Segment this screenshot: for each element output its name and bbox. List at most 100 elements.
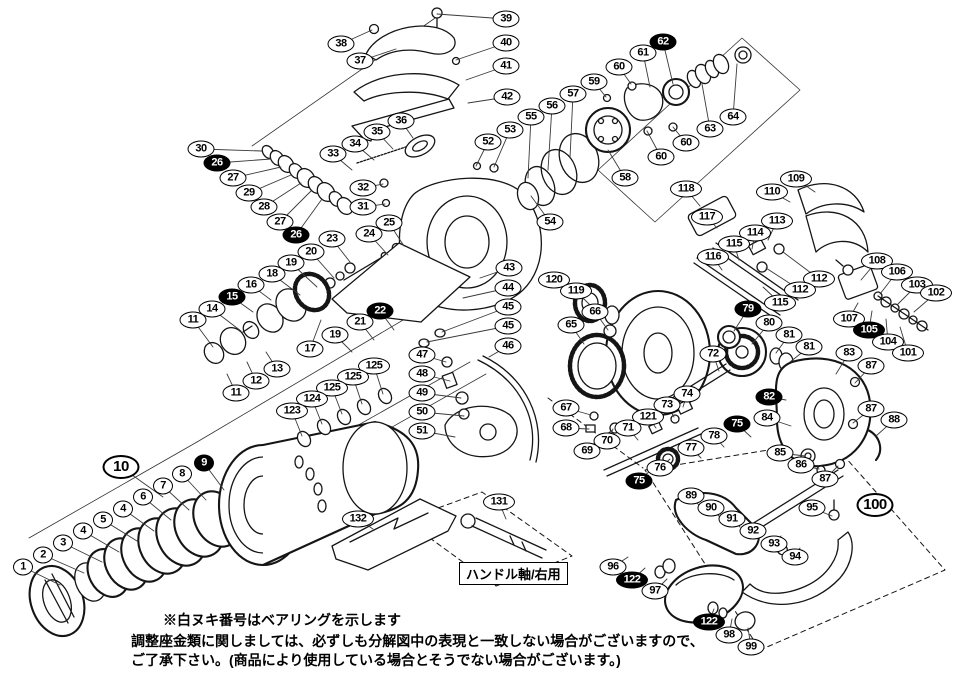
part-callout-47: 47 — [408, 346, 436, 364]
part-callout-46: 46 — [494, 337, 522, 355]
part-callout-9: 9 — [194, 454, 214, 472]
part-callout-25: 25 — [375, 214, 403, 232]
part-callout-20: 20 — [297, 243, 325, 261]
part-callout-84: 84 — [753, 409, 781, 427]
part-callout-101: 101 — [892, 344, 924, 362]
part-callout-22: 22 — [366, 302, 394, 320]
part-callout-120: 120 — [538, 271, 570, 289]
reel-body-drawing — [331, 161, 542, 463]
part-callout-65: 65 — [557, 316, 585, 334]
handle-shaft-group-box — [404, 491, 573, 587]
part-callout-45: 45 — [494, 298, 522, 316]
part-callout-4: 4 — [73, 522, 93, 540]
part-callout-75: 75 — [723, 415, 751, 433]
part-callout-52: 52 — [474, 133, 502, 151]
part-callout-56: 56 — [538, 97, 566, 115]
bail-assembly-drawing — [351, 7, 461, 208]
part-callout-96: 96 — [599, 558, 627, 576]
part-callout-64: 64 — [719, 108, 747, 126]
part-callout-41: 41 — [492, 57, 520, 75]
part-callout-40: 40 — [492, 34, 520, 52]
part-callout-87: 87 — [811, 470, 839, 488]
part-callout-74: 74 — [673, 385, 701, 403]
part-callout-11: 11 — [222, 384, 250, 402]
part-callout-81: 81 — [775, 326, 803, 344]
part-callout-35: 35 — [363, 123, 391, 141]
part-callout-109: 109 — [780, 170, 812, 188]
part-callout-75: 75 — [625, 472, 653, 490]
part-callout-60: 60 — [647, 148, 675, 166]
part-callout-97: 97 — [641, 582, 669, 600]
part-callout-69: 69 — [573, 442, 601, 460]
part-callout-8: 8 — [172, 465, 192, 483]
part-callout-77: 77 — [677, 439, 705, 457]
part-callout-58: 58 — [611, 169, 639, 187]
part-callout-29: 29 — [235, 184, 263, 202]
part-callout-11: 11 — [179, 311, 207, 329]
part-callout-115: 115 — [718, 235, 750, 253]
part-callout-36: 36 — [387, 112, 415, 130]
part-callout-98: 98 — [715, 626, 743, 644]
part-callout-4: 4 — [113, 500, 133, 518]
ar-switch-drawing — [835, 259, 929, 332]
part-callout-3: 3 — [53, 534, 73, 552]
part-callout-67: 67 — [552, 399, 580, 417]
part-callout-132: 132 — [342, 510, 374, 528]
part-callout-95: 95 — [798, 499, 826, 517]
part-callout-89: 89 — [677, 487, 705, 505]
part-callout-30: 30 — [187, 140, 215, 158]
part-callout-68: 68 — [552, 419, 580, 437]
part-callout-31: 31 — [349, 198, 377, 216]
part-callout-39: 39 — [492, 10, 520, 28]
part-callout-117: 117 — [691, 208, 723, 226]
part-callout-38: 38 — [327, 35, 355, 53]
part-callout-57: 57 — [559, 85, 587, 103]
part-callout-61: 61 — [629, 44, 657, 62]
part-callout-71: 71 — [614, 419, 642, 437]
part-callout-55: 55 — [517, 108, 545, 126]
part-callout-60: 60 — [672, 134, 700, 152]
clutch-assembly-drawing — [602, 46, 752, 136]
part-callout-121: 121 — [632, 408, 664, 426]
part-callout-54: 54 — [536, 213, 564, 231]
part-callout-19: 19 — [277, 254, 305, 272]
part-callout-114: 114 — [739, 224, 771, 242]
part-callout-16: 16 — [237, 276, 265, 294]
part-callout-5: 5 — [93, 511, 113, 529]
part-callout-105: 105 — [853, 321, 885, 339]
part-callout-100: 100 — [856, 493, 894, 517]
part-callout-125: 125 — [358, 357, 390, 375]
part-callout-12: 12 — [242, 372, 270, 390]
part-callout-110: 110 — [756, 183, 788, 201]
part-callout-18: 18 — [258, 265, 286, 283]
part-callout-45: 45 — [494, 317, 522, 335]
part-callout-23: 23 — [318, 230, 346, 248]
part-callout-102: 102 — [920, 284, 952, 302]
part-callout-10: 10 — [102, 455, 140, 479]
part-callout-87: 87 — [857, 357, 885, 375]
part-callout-33: 33 — [319, 145, 347, 163]
part-callout-80: 80 — [755, 314, 783, 332]
part-callout-104: 104 — [872, 333, 904, 351]
part-callout-88: 88 — [880, 411, 908, 429]
part-callout-91: 91 — [718, 510, 746, 528]
part-callout-14: 14 — [198, 300, 226, 318]
part-callout-19: 19 — [321, 326, 349, 344]
part-callout-92: 92 — [739, 522, 767, 540]
part-callout-116: 116 — [697, 248, 729, 266]
part-callout-53: 53 — [496, 121, 524, 139]
part-callout-83: 83 — [835, 344, 863, 362]
part-callout-26: 26 — [203, 154, 231, 172]
part-callout-34: 34 — [341, 135, 369, 153]
part-callout-50: 50 — [408, 403, 436, 421]
handle-shaft-drawing — [331, 498, 547, 571]
part-callout-87: 87 — [857, 400, 885, 418]
part-callout-125: 125 — [316, 379, 348, 397]
part-callout-131: 131 — [483, 493, 515, 511]
part-callout-93: 93 — [760, 535, 788, 553]
part-callout-62: 62 — [649, 33, 677, 51]
disclaimer-line-2: ご了承下さい。(商品により使用している場合とそうでない場合がございます。) — [131, 652, 621, 668]
part-callout-122: 122 — [693, 613, 725, 631]
part-callout-115: 115 — [764, 294, 796, 312]
part-callout-70: 70 — [593, 432, 621, 450]
